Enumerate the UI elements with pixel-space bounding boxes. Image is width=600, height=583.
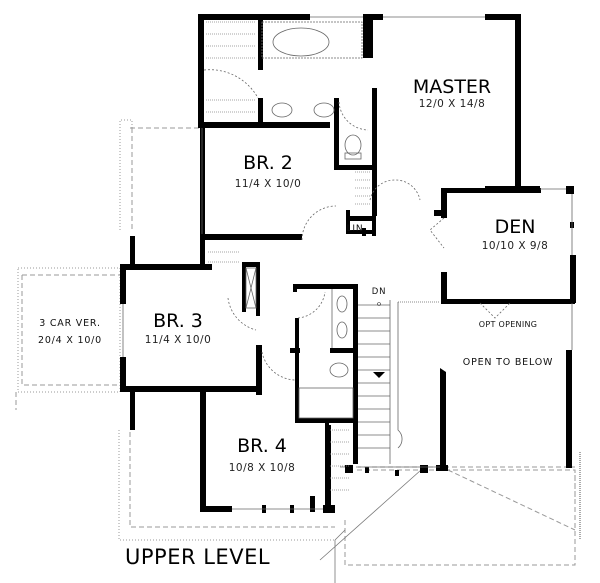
room-name-br4: BR. 4 — [237, 435, 287, 457]
room-name-br3: BR. 3 — [153, 310, 203, 332]
room-dimensions-br2: 11/4 X 10/0 — [234, 178, 302, 190]
room-name-den: DEN — [494, 216, 536, 238]
walls — [120, 14, 576, 513]
stair-arrow-icon — [373, 372, 385, 378]
plan-title: UPPER LEVEL — [125, 545, 271, 569]
linen-closet-label: LIN — [346, 224, 364, 234]
diagonal-lines — [319, 469, 422, 583]
room-dimensions-br3: 11/4 X 10/0 — [144, 334, 212, 346]
open-to-below-label: OPEN TO BELOW — [462, 357, 554, 368]
room-name-car-veranda: 3 CAR VER. — [39, 318, 101, 329]
room-dimensions-br4: 10/8 X 10/8 — [228, 462, 296, 474]
opt-opening-label: OPT OPENING — [478, 320, 538, 329]
room-dimensions-car-veranda: 20/4 X 10/0 — [37, 335, 103, 346]
stair-down-label: DN — [371, 287, 387, 297]
room-dimensions-master: 12/0 X 14/8 — [418, 98, 486, 110]
room-dimensions-den: 10/10 X 9/8 — [481, 240, 549, 252]
room-name-master: MASTER — [412, 76, 492, 98]
thin-lines — [122, 16, 573, 510]
room-name-br2: BR. 2 — [243, 152, 293, 174]
